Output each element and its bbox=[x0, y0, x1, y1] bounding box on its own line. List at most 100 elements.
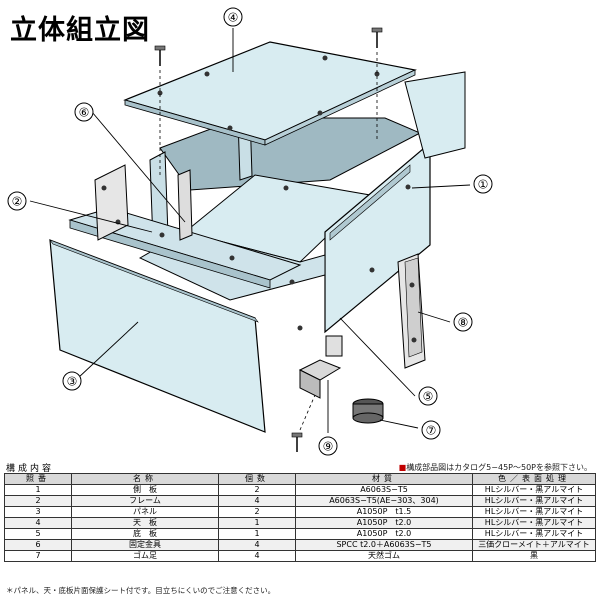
rail-hole bbox=[405, 184, 411, 190]
cell-name: パネル bbox=[71, 506, 219, 518]
cell-material: A6063S−T5 bbox=[295, 484, 473, 496]
footnote: ＊パネル、天・底板片面保護シート付です。目立ちにくいのでご注意ください。 bbox=[6, 586, 276, 595]
col-header-finish: 色／表面処理 bbox=[472, 473, 596, 485]
cell-name: ゴム足 bbox=[71, 550, 219, 562]
svg-text:①: ① bbox=[478, 178, 489, 192]
cell-name: 固定金具 bbox=[71, 539, 219, 551]
screw-right bbox=[371, 27, 383, 140]
top-hole bbox=[374, 71, 380, 77]
note-text: 構成部品図はカタログ5−45P〜50Pを参照下さい。 bbox=[406, 463, 592, 472]
callout-3: ③ bbox=[62, 371, 82, 391]
callout-8: ⑧ bbox=[453, 312, 473, 332]
cell-material: 天然ゴム bbox=[295, 550, 473, 562]
table-row: 1 側 板 2 A6063S−T5 HLシルバー・黒アルマイト bbox=[4, 484, 596, 496]
cell-number: 5 bbox=[4, 528, 72, 540]
col-header-qty: 個数 bbox=[218, 473, 296, 485]
bottom-screw bbox=[291, 394, 316, 452]
cell-finish: HLシルバー・黒アルマイト bbox=[472, 495, 596, 507]
rail-hole bbox=[289, 279, 295, 285]
mount-hole bbox=[411, 337, 417, 343]
cell-number: 2 bbox=[4, 495, 72, 507]
callout-9: ⑨ bbox=[318, 436, 338, 456]
catalog-note: ■構成部品図はカタログ5−45P〜50Pを参照下さい。 bbox=[399, 462, 592, 473]
table-row: 7 ゴム足 4 天然ゴム 黒 bbox=[4, 550, 596, 562]
cell-qty: 1 bbox=[218, 528, 296, 540]
back-panel bbox=[404, 71, 466, 159]
top-plate-edge-right bbox=[264, 69, 416, 146]
table-row: 4 天 板 1 A1050P t2.0 HLシルバー・黒アルマイト bbox=[4, 517, 596, 529]
cell-material: A1050P t2.0 bbox=[295, 528, 473, 540]
cell-qty: 2 bbox=[218, 484, 296, 496]
svg-text:⑥: ⑥ bbox=[79, 106, 90, 120]
callout-7: ⑦ bbox=[421, 420, 441, 440]
table-row: 6 固定金具 4 SPCC t2.0＋A6063S−T5 三価クローメイト＋アル… bbox=[4, 539, 596, 551]
svg-text:④: ④ bbox=[228, 11, 239, 25]
callout-2: ② bbox=[7, 191, 27, 211]
top-hole bbox=[204, 71, 210, 77]
callout-4: ④ bbox=[223, 7, 243, 27]
cell-number: 7 bbox=[4, 550, 72, 562]
cell-qty: 1 bbox=[218, 517, 296, 529]
cell-finish: HLシルバー・黒アルマイト bbox=[472, 484, 596, 496]
svg-text:②: ② bbox=[12, 195, 23, 209]
cell-material: A1050P t2.0 bbox=[295, 517, 473, 529]
rail-hole bbox=[283, 185, 289, 191]
rail-hole bbox=[369, 267, 375, 273]
cell-name: フレーム bbox=[71, 495, 219, 507]
col-header-name: 名称 bbox=[71, 473, 219, 485]
cell-number: 6 bbox=[4, 539, 72, 551]
cell-material: A1050P t1.5 bbox=[295, 506, 473, 518]
fixing-bracket bbox=[298, 335, 343, 399]
cell-material: A6063S−T5(AE−303、304) bbox=[295, 495, 473, 507]
rubber-foot bbox=[352, 398, 384, 424]
svg-text:⑧: ⑧ bbox=[458, 316, 469, 330]
side-panel bbox=[324, 141, 431, 334]
table-row: 5 底 板 1 A1050P t2.0 HLシルバー・黒アルマイト bbox=[4, 528, 596, 540]
mount-hole bbox=[409, 282, 415, 288]
leader-lines bbox=[29, 28, 471, 433]
cell-material: SPCC t2.0＋A6063S−T5 bbox=[295, 539, 473, 551]
cell-finish: HLシルバー・黒アルマイト bbox=[472, 517, 596, 529]
svg-text:⑤: ⑤ bbox=[423, 390, 434, 404]
svg-text:③: ③ bbox=[67, 375, 78, 389]
top-hole bbox=[157, 90, 163, 96]
top-hole bbox=[322, 55, 328, 61]
callout-5: ⑤ bbox=[418, 386, 438, 406]
mount-bracket-face bbox=[404, 257, 423, 358]
cell-number: 1 bbox=[4, 484, 72, 496]
cell-qty: 4 bbox=[218, 495, 296, 507]
note-mark: ■ bbox=[398, 463, 407, 472]
parts-table: 照番 名称 個数 材質 色／表面処理 1 側 板 2 A6063S−T5 HLシ… bbox=[4, 473, 596, 562]
cell-qty: 2 bbox=[218, 506, 296, 518]
rail-hole bbox=[297, 325, 303, 331]
section-label: 構成内容 bbox=[6, 464, 55, 474]
callout-6: ⑥ bbox=[74, 102, 94, 122]
table-row: 2 フレーム 4 A6063S−T5(AE−303、304) HLシルバー・黒ア… bbox=[4, 495, 596, 507]
table-row: 3 パネル 2 A1050P t1.5 HLシルバー・黒アルマイト bbox=[4, 506, 596, 518]
page-title: 立体組立図 bbox=[10, 15, 150, 46]
svg-text:⑦: ⑦ bbox=[426, 424, 437, 438]
side-panel-edge bbox=[329, 164, 411, 241]
cell-qty: 4 bbox=[218, 550, 296, 562]
cell-finish: 黒 bbox=[472, 550, 596, 562]
cell-number: 4 bbox=[4, 517, 72, 529]
cell-name: 側 板 bbox=[71, 484, 219, 496]
col-header-number: 照番 bbox=[4, 473, 72, 485]
callout-1: ① bbox=[473, 174, 493, 194]
cell-finish: HLシルバー・黒アルマイト bbox=[472, 506, 596, 518]
top-hole bbox=[317, 110, 323, 116]
cell-qty: 4 bbox=[218, 539, 296, 551]
screw-left bbox=[154, 45, 166, 175]
svg-text:⑨: ⑨ bbox=[323, 440, 334, 454]
cell-name: 底 板 bbox=[71, 528, 219, 540]
bracket-upright bbox=[177, 169, 193, 241]
cell-finish: HLシルバー・黒アルマイト bbox=[472, 528, 596, 540]
cell-name: 天 板 bbox=[71, 517, 219, 529]
frame-bar-hole bbox=[159, 232, 165, 238]
frame-bar-hole bbox=[229, 255, 235, 261]
col-header-material: 材質 bbox=[295, 473, 473, 485]
cell-finish: 三価クローメイト＋アルマイト bbox=[472, 539, 596, 551]
frame-bar-edge bbox=[69, 219, 271, 289]
cell-number: 3 bbox=[4, 506, 72, 518]
bracket-hole bbox=[101, 185, 107, 191]
